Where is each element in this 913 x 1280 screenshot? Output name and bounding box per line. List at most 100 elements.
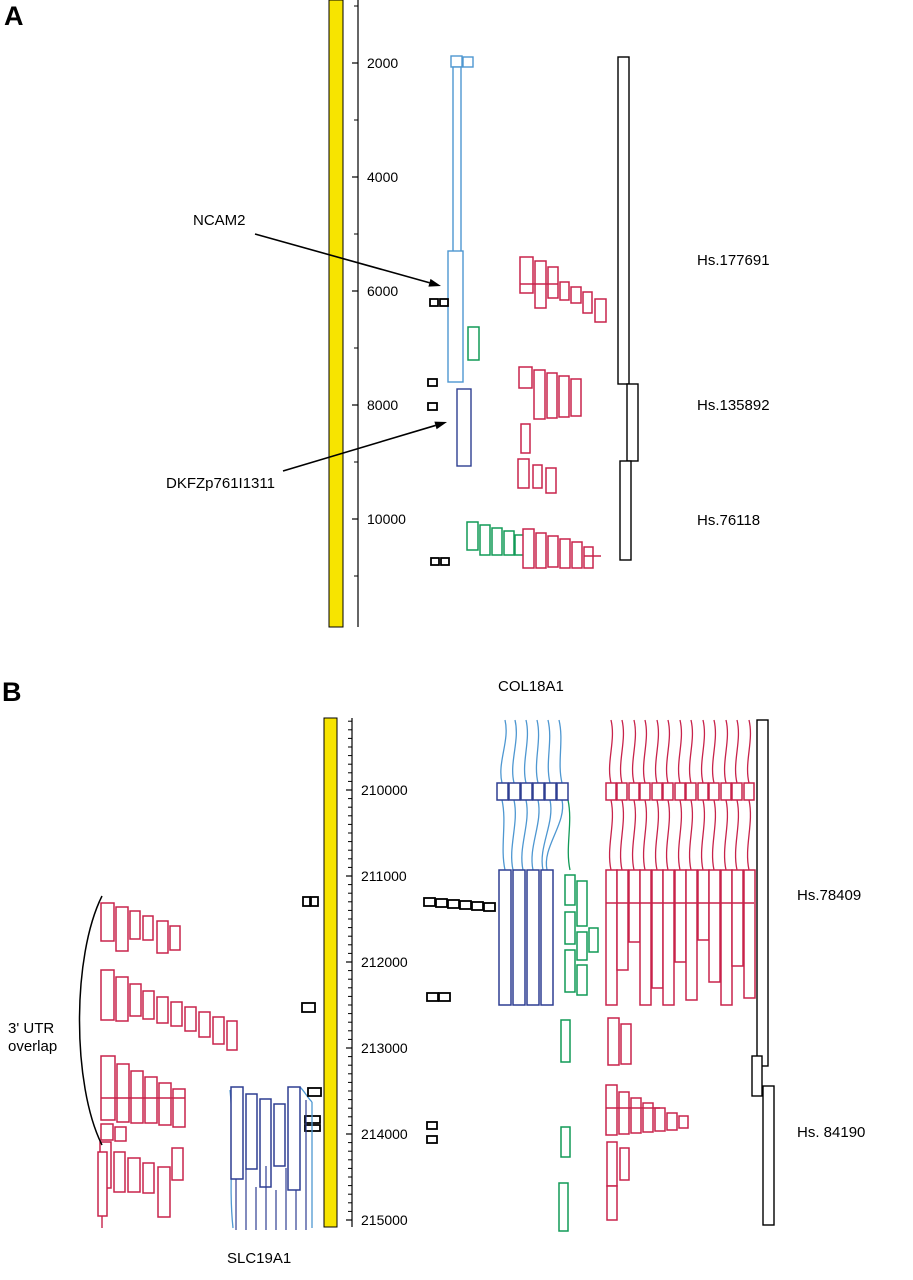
gene-label-dkfz: DKFZp761I1311 (166, 475, 275, 492)
gene-model-ncam2 (450, 55, 463, 68)
cluster-label-hs177691: Hs.177691 (697, 252, 770, 269)
alignment-curve (688, 799, 694, 871)
est-box-green (479, 524, 491, 556)
est-box-red (547, 535, 559, 568)
alignment-curve (746, 719, 752, 784)
alignment-curve (665, 799, 671, 871)
clone-outline-box (751, 1055, 763, 1097)
marker-box (440, 557, 450, 566)
est-box-red-left (100, 969, 115, 1021)
gene-model-slc19a1 (273, 1103, 286, 1167)
est-box-red-right (606, 1185, 618, 1221)
est-box-red-left (156, 920, 169, 954)
est-box-red-right (607, 1017, 620, 1066)
est-box-red-right (674, 869, 687, 963)
est-box-red-right (628, 782, 640, 801)
alignment-curve (521, 799, 528, 871)
est-box-green (560, 1019, 571, 1063)
est-box-red (583, 546, 594, 569)
est-box-red-right (720, 782, 732, 801)
est-box-red-right (731, 782, 743, 801)
gene-model-col18a1 (520, 782, 533, 801)
clone-outline-box (762, 1085, 775, 1226)
est-box-red-right (616, 782, 628, 801)
alignment-curve (545, 799, 564, 871)
gene-label-col18a1: COL18A1 (498, 678, 564, 695)
marker-box (310, 896, 319, 907)
est-box-red-right (651, 869, 664, 989)
alignment-curve (677, 719, 683, 784)
alignment-curve (535, 719, 540, 784)
est-box-red-left (172, 1088, 186, 1128)
clone-outline-box (617, 56, 630, 385)
gene-label-ncam2: NCAM2 (193, 212, 246, 229)
est-box-red-left (171, 1147, 184, 1181)
est-box-green (564, 911, 576, 945)
alignment-curve (619, 799, 625, 871)
gene-model-slc19a1 (230, 1086, 244, 1180)
alignment-curve (567, 799, 571, 871)
gene-model-col18a1 (556, 782, 569, 801)
alignment-curve (523, 719, 529, 784)
est-box-red (558, 375, 570, 418)
panel-b-label: B (2, 677, 22, 707)
est-box-red-left (198, 1011, 211, 1038)
gene-model-slc19a1 (245, 1093, 258, 1170)
est-box-red-right (685, 782, 697, 801)
ruler-tick-label: 213000 (361, 1040, 408, 1056)
est-box-green (491, 527, 503, 556)
est-box-red-left (156, 996, 169, 1024)
marker-box (439, 298, 449, 307)
alignment-curve (558, 719, 563, 784)
est-box-red-right (685, 869, 698, 1001)
gene-model-col18a1 (544, 782, 557, 801)
gene-model-col18a1 (540, 869, 554, 1006)
gene-model-dkfz (456, 388, 472, 467)
est-box-red-right (642, 1102, 654, 1133)
est-box-red-right (743, 782, 755, 801)
est-box-green (576, 880, 588, 927)
est-box-red-left (184, 1006, 197, 1032)
ruler-tick-label: 211000 (361, 868, 407, 884)
est-box-red (535, 532, 547, 569)
est-box-red (522, 528, 535, 569)
alignment-curve (511, 799, 516, 871)
est-box-red-left (144, 1076, 158, 1124)
est-box-red-left (158, 1082, 172, 1126)
marker-box (430, 557, 440, 566)
est-box-red-right (743, 869, 756, 999)
est-box-green (576, 964, 588, 996)
est-box-red-left (113, 1151, 126, 1193)
est-box-red-right (605, 869, 618, 1006)
est-box-red (546, 372, 558, 419)
alignment-curve (631, 799, 637, 871)
est-box-red-left (114, 1126, 127, 1142)
est-box-green (560, 1126, 571, 1158)
alignment-curve (547, 719, 551, 784)
est-box-red-left (115, 906, 129, 952)
est-box-red (518, 366, 533, 389)
gene-model-ncam2 (452, 66, 462, 253)
alignment-curve (711, 719, 717, 784)
annotation-arrow-line (254, 233, 430, 284)
est-box-red-left (115, 976, 129, 1022)
alignment-curve (500, 719, 507, 784)
est-box-red-left (116, 1063, 130, 1123)
est-box-red-left (212, 1016, 225, 1045)
ruler-tick-label: 2000 (367, 55, 398, 71)
est-box-green (588, 927, 599, 953)
est-box-red (545, 467, 557, 494)
est-box-red-right (605, 782, 617, 801)
gene-model-col18a1 (498, 869, 512, 1006)
est-box-red-left (97, 1151, 108, 1217)
est-box-red-left (169, 925, 181, 951)
marker-box (438, 992, 451, 1002)
marker-box (426, 1121, 438, 1130)
clone-outline-box (756, 719, 769, 1067)
est-box-red-right (666, 1112, 678, 1131)
ruler-tick-label: 6000 (367, 283, 398, 299)
alignment-curve (665, 719, 671, 784)
est-box-red-left (226, 1020, 238, 1051)
est-box-red-left (142, 990, 155, 1020)
genomic-sequence-bar (328, 0, 344, 628)
